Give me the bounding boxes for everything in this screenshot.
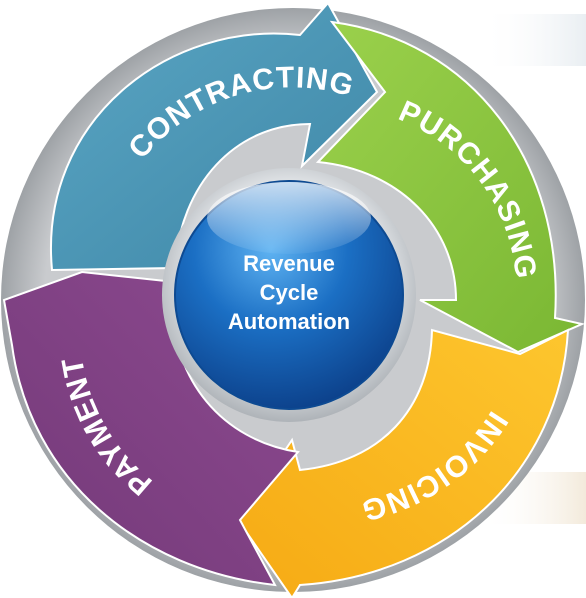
segment-payment [2,270,300,587]
center-title-line-3: Automation [228,309,350,334]
background-band-top [480,14,586,66]
center-title-line-2: Cycle [260,280,319,305]
segment-purchasing [315,20,586,354]
segment-contracting [49,1,379,272]
center-sphere-highlight [207,182,371,254]
segment-invoicing [236,328,570,598]
center-title-line-1: Revenue [243,251,335,276]
